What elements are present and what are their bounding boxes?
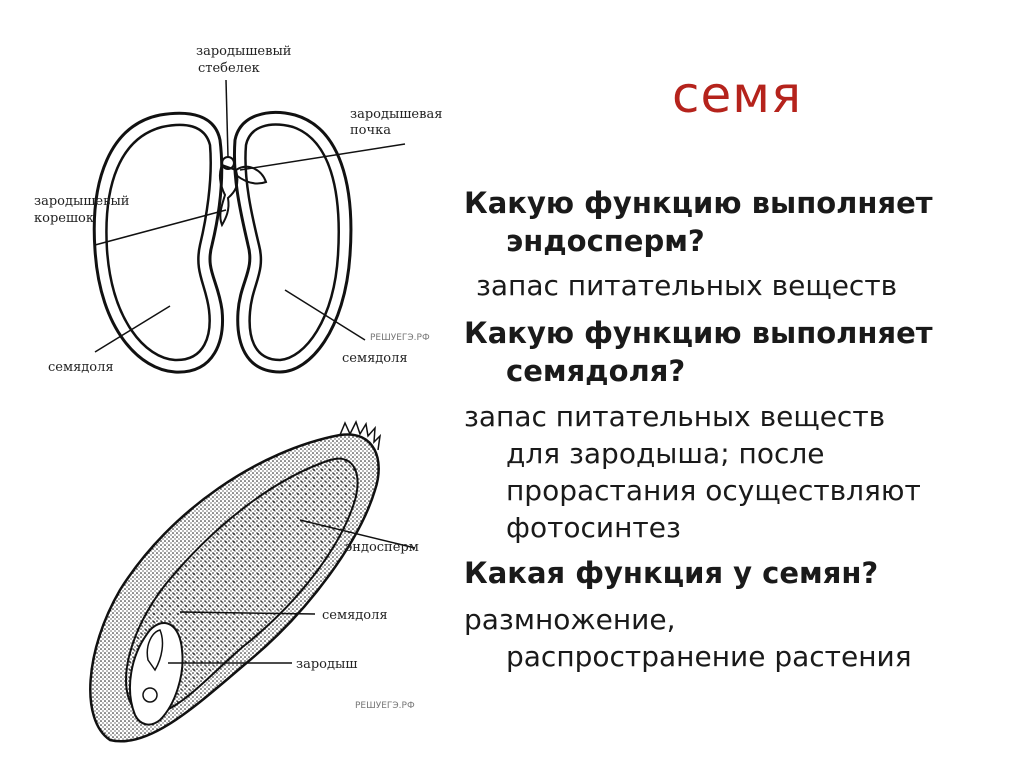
answer-2-line-1: запас питательных веществ: [464, 400, 886, 433]
answer-3: размножение, распространение растения: [464, 601, 912, 675]
bud-label-1: зародышевая: [350, 107, 442, 122]
cotyledon-label: семядоля: [322, 608, 388, 623]
root-label-2: корешок: [34, 211, 94, 226]
bean-seed-diagram: зародышевый стебелек зародышевая почка з…: [34, 44, 442, 375]
answer-3-line-1: размножение,: [464, 603, 676, 636]
cotyledon-right-label: семядоля: [342, 351, 408, 366]
watermark: РЕШУЕГЭ.РФ: [370, 333, 430, 343]
question-2-line-1: Какую функцию выполняет: [464, 316, 933, 350]
answer-2-line-4: фотосинтез: [506, 511, 681, 544]
embryo-region: [129, 621, 184, 726]
endosperm-label: эндосперм: [345, 540, 419, 555]
question-3-line-1: Какая функция у семян?: [464, 556, 879, 590]
answer-1: запас питательных веществ: [476, 267, 897, 304]
question-1-line-2: эндосперм?: [506, 224, 705, 258]
answer-3-line-2: распространение растения: [506, 640, 912, 673]
stem-label-2: стебелек: [198, 61, 260, 76]
page-title: семя: [672, 66, 803, 124]
answer-1-line-1: запас питательных веществ: [476, 269, 898, 302]
right-cotyledon-shape: [232, 111, 353, 374]
grain-seed-diagram: эндосперм семядоля зародыш РЕШУЕГЭ.РФ: [89, 420, 419, 743]
answer-2-line-3: прорастания осуществляют: [506, 474, 921, 507]
left-cotyledon-shape: [92, 111, 224, 374]
left-cotyledon-inner: [105, 123, 212, 362]
embryo-shape: [218, 163, 239, 228]
embryo-label: зародыш: [296, 657, 357, 672]
question-3: Какая функция у семян?: [464, 554, 878, 592]
question-2: Какую функцию выполняет семядоля?: [464, 314, 933, 390]
question-2-line-2: семядоля?: [506, 354, 686, 388]
cotyledon-left-label: семядоля: [48, 360, 114, 375]
answer-2-line-2: для зародыша; после: [506, 437, 825, 470]
stem-label-1: зародышевый: [196, 44, 291, 59]
question-1: Какую функцию выполняет эндосперм?: [464, 184, 933, 260]
answer-2: запас питательных веществ для зародыша; …: [464, 398, 921, 546]
question-1-line-1: Какую функцию выполняет: [464, 186, 933, 220]
root-label-1: зародышевый: [34, 194, 129, 209]
watermark: РЕШУЕГЭ.РФ: [355, 701, 415, 711]
endosperm-region: [125, 457, 359, 716]
right-cotyledon-inner: [244, 123, 340, 362]
bud-label-2: почка: [350, 123, 391, 138]
